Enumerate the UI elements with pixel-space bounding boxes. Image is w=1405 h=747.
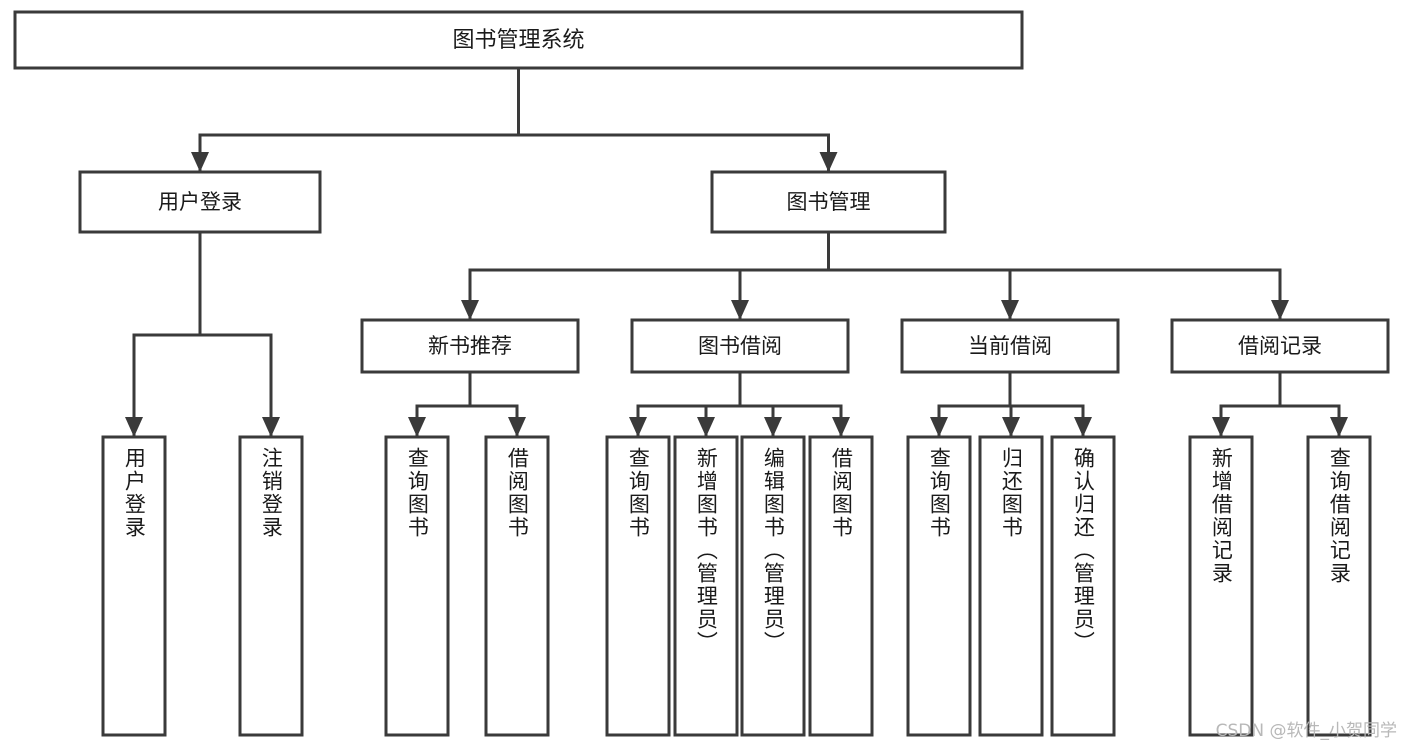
node-box-new-book-recommend[interactable] <box>360 318 580 374</box>
arrow-down-icon <box>408 417 426 437</box>
node-box-book-borrow[interactable] <box>630 318 850 374</box>
node-box-user-login[interactable] <box>78 170 322 234</box>
node-box-leaf-borrow-edit-book[interactable] <box>740 435 806 737</box>
node-box-leaf-current-confirm-return[interactable] <box>1050 435 1116 737</box>
arrow-down-icon <box>1330 417 1348 437</box>
node-label-new-book-recommend: 新书推荐 <box>428 334 512 358</box>
node-label-current-borrow: 当前借阅 <box>968 334 1052 358</box>
arrow-down-icon <box>930 417 948 437</box>
arrow-down-icon <box>1002 417 1020 437</box>
arrow-down-icon <box>1074 417 1092 437</box>
node-box-leaf-borrow-query-book[interactable] <box>605 435 671 737</box>
arrow-down-icon <box>461 300 479 320</box>
arrow-down-icon <box>1001 300 1019 320</box>
node-box-leaf-rec-query-book[interactable] <box>384 435 450 737</box>
node-label-root: 图书管理系统 <box>452 28 584 53</box>
arrow-down-icon <box>764 417 782 437</box>
arrow-down-icon <box>1212 417 1230 437</box>
node-label-book-borrow: 图书借阅 <box>698 334 782 358</box>
node-box-leaf-user-logout[interactable] <box>238 435 304 737</box>
node-box-root[interactable] <box>13 10 1024 70</box>
node-box-leaf-current-query-book[interactable] <box>906 435 972 737</box>
node-box-leaf-rec-borrow-book[interactable] <box>484 435 550 737</box>
node-box-leaf-record-add[interactable] <box>1188 435 1254 737</box>
arrow-down-icon <box>629 417 647 437</box>
node-box-leaf-record-query[interactable] <box>1306 435 1372 737</box>
node-label-user-login: 用户登录 <box>158 190 242 214</box>
node-box-leaf-borrow-borrow-book[interactable] <box>808 435 874 737</box>
node-box-book-manage[interactable] <box>710 170 947 234</box>
arrow-down-icon <box>832 417 850 437</box>
node-box-leaf-user-login[interactable] <box>101 435 167 737</box>
node-box-layer <box>13 10 1390 737</box>
node-box-borrow-record[interactable] <box>1170 318 1390 374</box>
watermark: CSDN @软件_小贺同学 <box>1215 721 1397 741</box>
arrow-down-icon <box>125 417 143 437</box>
arrow-down-icon <box>191 152 209 172</box>
arrow-down-icon <box>819 152 838 172</box>
node-box-leaf-current-return-book[interactable] <box>978 435 1044 737</box>
node-label-borrow-record: 借阅记录 <box>1238 334 1322 358</box>
node-label-book-manage: 图书管理 <box>787 190 871 214</box>
node-box-current-borrow[interactable] <box>900 318 1120 374</box>
arrow-down-icon <box>1271 300 1289 320</box>
connector-layer <box>125 66 1348 437</box>
arrow-down-icon <box>731 300 749 320</box>
arrow-down-icon <box>262 417 280 437</box>
arrow-down-icon <box>697 417 715 437</box>
arrow-down-icon <box>508 417 526 437</box>
node-box-leaf-borrow-add-book[interactable] <box>673 435 739 737</box>
